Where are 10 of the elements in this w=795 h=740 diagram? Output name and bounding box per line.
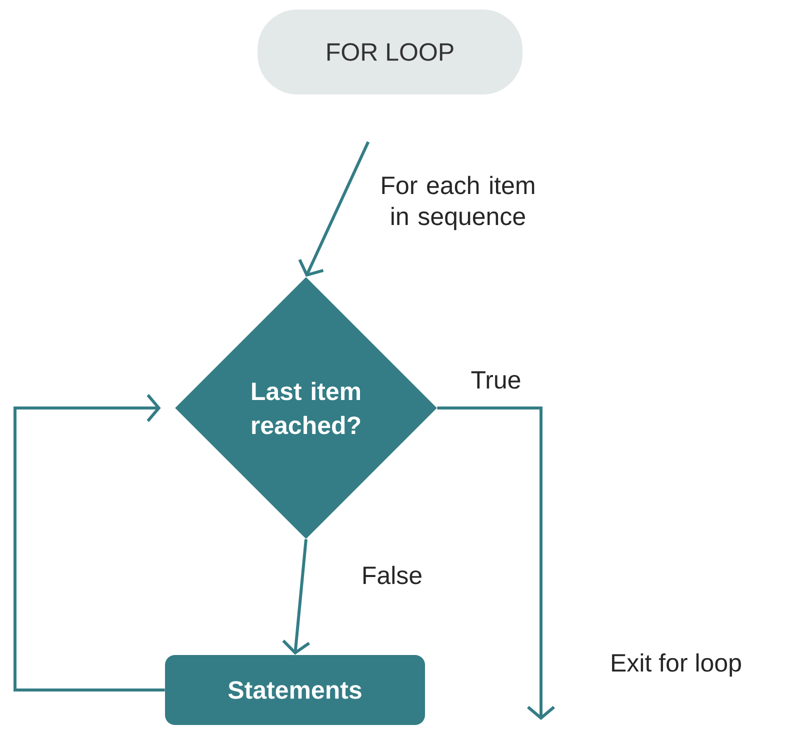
start-pill: FOR LOOP	[258, 10, 522, 94]
arrow	[298, 141, 370, 277]
edge-label: True	[471, 371, 520, 389]
arrow	[437, 406, 555, 720]
arrow	[14, 394, 165, 692]
arrow	[282, 539, 310, 655]
note-label: Exit for loop	[612, 653, 741, 677]
process-box: Statements	[165, 655, 425, 725]
edge-label: For each item in sequence	[382, 176, 534, 230]
edge-label: False	[364, 566, 422, 584]
